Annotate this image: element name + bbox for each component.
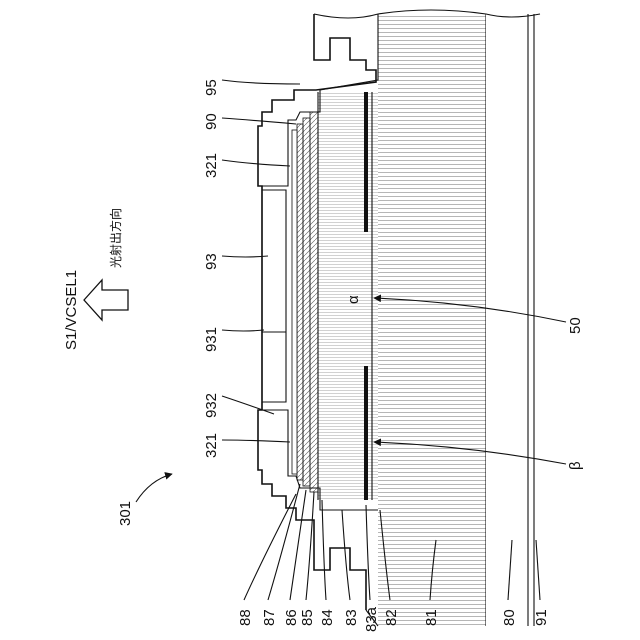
label-84: 84 — [319, 609, 336, 626]
label-83a: 83a — [363, 606, 380, 632]
label-85: 85 — [299, 609, 316, 626]
label-93: 93 — [203, 253, 220, 270]
layer-88 — [292, 130, 297, 474]
label-931: 931 — [203, 327, 220, 352]
label-83: 83 — [343, 609, 360, 626]
layer-87 — [297, 124, 303, 480]
label-86: 86 — [283, 609, 300, 626]
light-emission-arrow-icon — [84, 280, 128, 320]
layer-81-substrate — [378, 14, 486, 626]
label-91: 91 — [533, 609, 550, 626]
label-321-bottom: 321 — [203, 433, 220, 458]
direction-title: S1/VCSEL1 — [63, 270, 80, 350]
label-88: 88 — [237, 609, 254, 626]
layer-85 — [310, 112, 318, 492]
label-932: 932 — [203, 393, 220, 418]
label-90: 90 — [203, 113, 220, 130]
layer-86 — [303, 118, 310, 486]
figure-ref-301: 301 — [117, 501, 134, 526]
direction-caption: 光射出方向 — [108, 208, 123, 268]
label-87: 87 — [261, 609, 278, 626]
label-50: 50 — [567, 317, 584, 334]
label-80: 80 — [501, 609, 518, 626]
label-95: 95 — [203, 79, 220, 96]
arrow-301-leader — [136, 474, 172, 502]
layer-83a-oxide-lower — [364, 366, 368, 500]
label-321-top: 321 — [203, 153, 220, 178]
layer-83a-oxide-upper — [364, 92, 368, 232]
label-82: 82 — [383, 609, 400, 626]
label-beta: β — [567, 461, 584, 470]
layer-80 — [486, 14, 528, 626]
label-81: 81 — [423, 609, 440, 626]
label-alpha: α — [345, 295, 362, 304]
